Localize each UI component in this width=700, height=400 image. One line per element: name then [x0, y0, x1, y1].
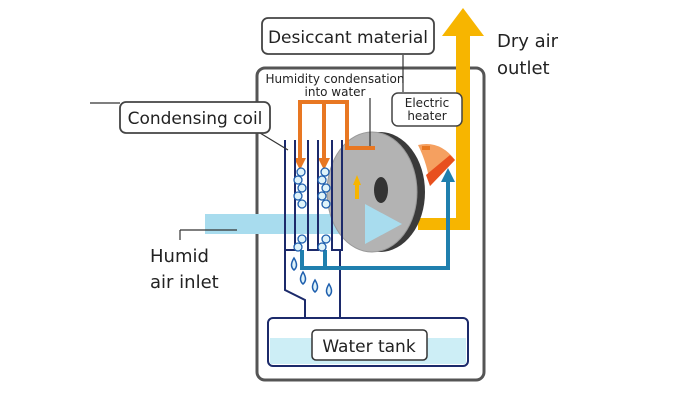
humid-air-label-line1: Humid [150, 246, 209, 267]
vapor-bubbles [293, 167, 331, 252]
humid-air-arrow-head [365, 204, 402, 244]
return-air-arrow [300, 180, 450, 270]
dry-air-label-line1: Dry air [497, 31, 559, 52]
coil-label: Condensing coil [128, 109, 263, 129]
desiccant-label: Desiccant material [268, 28, 428, 48]
condensation-label-line1: Humidity condensation [266, 72, 405, 86]
leader-lines [90, 55, 404, 240]
dry-air-flow-arrow [418, 8, 484, 230]
water-tank-label: Water tank [322, 337, 416, 357]
heater-label-line1: Electric [405, 96, 449, 110]
coil-label-box [119, 101, 271, 134]
desiccant-wheel [326, 131, 425, 253]
drip-funnel [284, 250, 341, 318]
electric-heater [418, 144, 455, 186]
condensation-label-line2: into water [305, 85, 366, 99]
heater-label-box [391, 92, 463, 127]
water-droplets [290, 256, 333, 297]
condensation-flow-arrow [298, 100, 430, 162]
humid-air-label-line2: air inlet [150, 272, 219, 293]
desiccant-label-box [261, 17, 435, 55]
dry-air-label-line2: outlet [497, 58, 550, 79]
heater-label-line2: heater [407, 109, 446, 123]
water-tank: Water tank [267, 317, 469, 367]
